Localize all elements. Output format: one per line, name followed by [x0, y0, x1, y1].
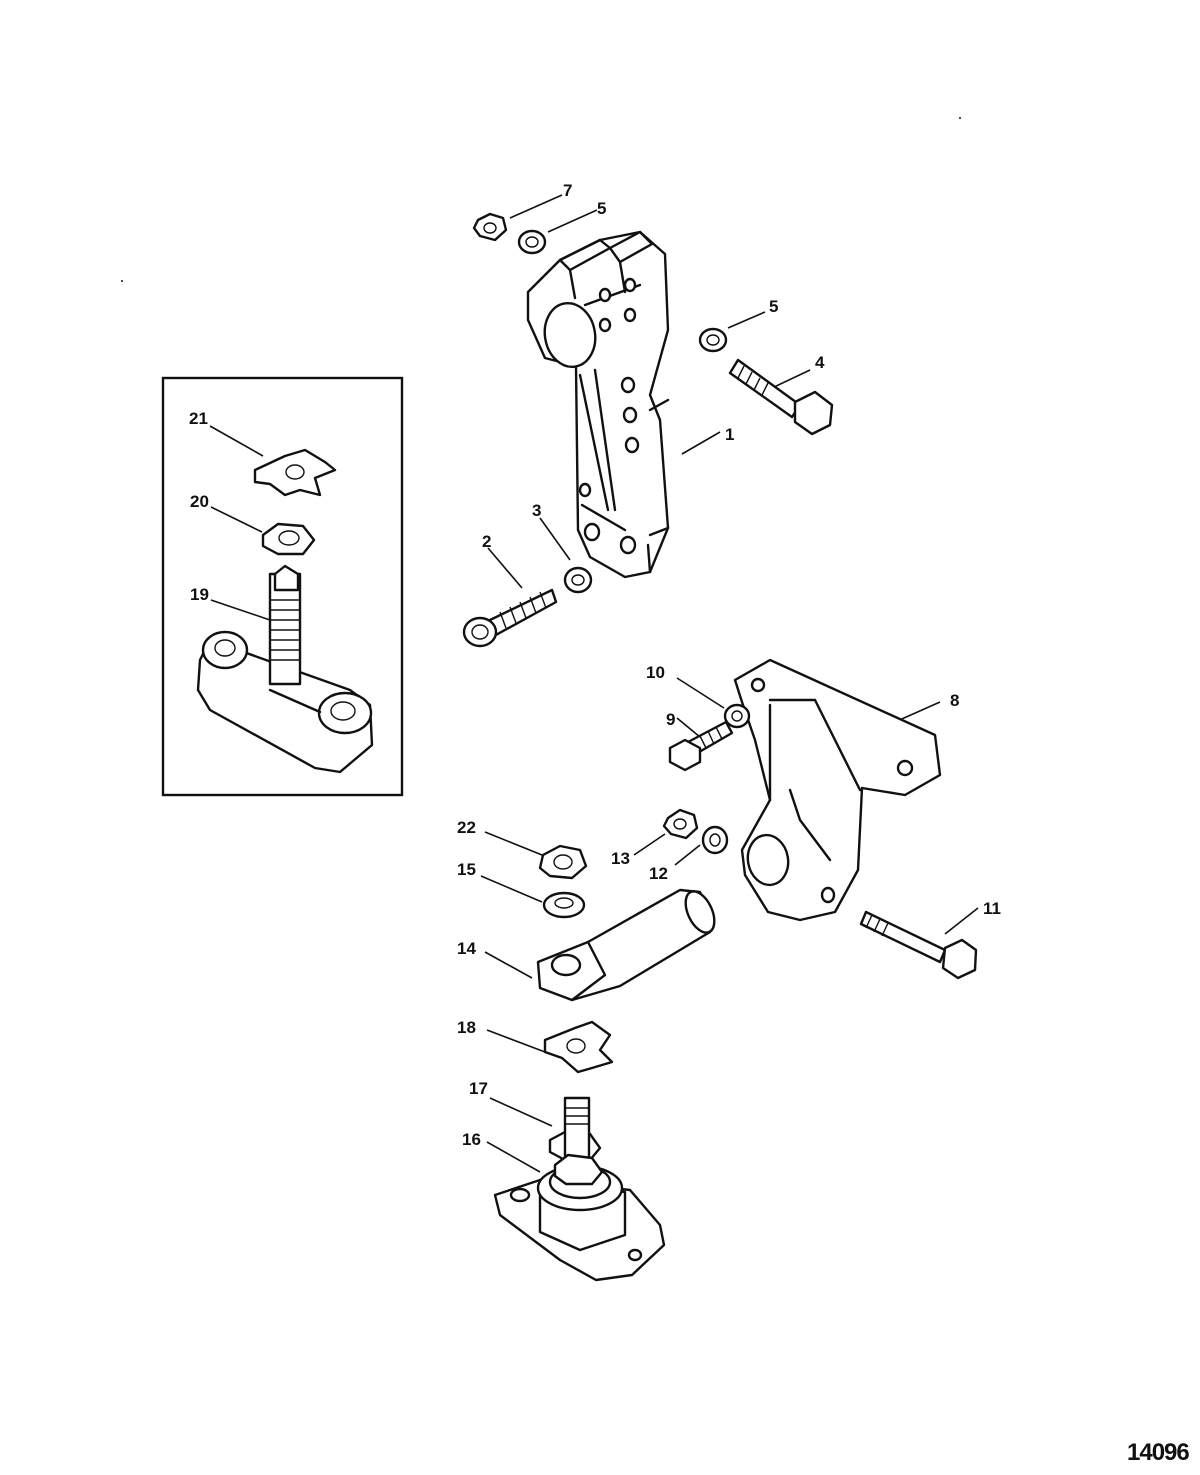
callout-16: 16	[462, 1130, 481, 1149]
callout-5-upper: 5	[597, 199, 607, 218]
callout-5-right: 5	[769, 297, 779, 316]
washer-15	[542, 891, 586, 919]
bolt-11	[859, 910, 978, 980]
callout-21: 21	[189, 409, 208, 428]
callout-3: 3	[532, 501, 542, 520]
nut-20	[261, 522, 316, 556]
steering-arm-bracket	[526, 230, 670, 579]
stud-nut-17	[548, 1096, 604, 1186]
callout-17: 17	[469, 1079, 488, 1098]
tab-washer-21	[253, 448, 337, 497]
callout-11: 11	[983, 899, 1001, 918]
tab-washer-18	[543, 1020, 614, 1074]
lockwasher-5a	[517, 229, 547, 255]
lockwasher-3	[563, 566, 593, 594]
figure-reference-number: 14096	[1127, 1439, 1190, 1466]
inset-box	[161, 376, 404, 797]
lockwasher-12	[701, 825, 729, 855]
callout-20: 20	[190, 492, 209, 511]
nut-7	[472, 212, 508, 242]
screw-2	[462, 588, 558, 648]
callout-2: 2	[482, 532, 492, 551]
callout-9: 9	[666, 710, 676, 729]
callout-8: 8	[950, 691, 960, 710]
callout-22: 22	[457, 818, 476, 837]
lockwasher-10	[723, 703, 751, 729]
callout-14: 14	[457, 939, 476, 958]
callout-4: 4	[815, 353, 825, 372]
callout-7: 7	[563, 181, 573, 200]
lockwasher-5b	[698, 327, 728, 353]
callout-1: 1	[725, 425, 735, 444]
nut-22	[538, 844, 588, 880]
pivot-link-14	[536, 888, 716, 1002]
callout-10: 10	[646, 663, 665, 682]
callout-15: 15	[457, 860, 476, 879]
nut-13	[662, 808, 699, 840]
callout-18: 18	[457, 1018, 476, 1037]
bolt-4	[728, 358, 834, 436]
mounting-bracket-8	[733, 658, 942, 922]
callout-13: 13	[611, 849, 630, 868]
callout-19: 19	[190, 585, 209, 604]
link-stud-19	[196, 564, 374, 774]
callout-12: 12	[649, 864, 668, 883]
bolt-9	[668, 720, 734, 772]
